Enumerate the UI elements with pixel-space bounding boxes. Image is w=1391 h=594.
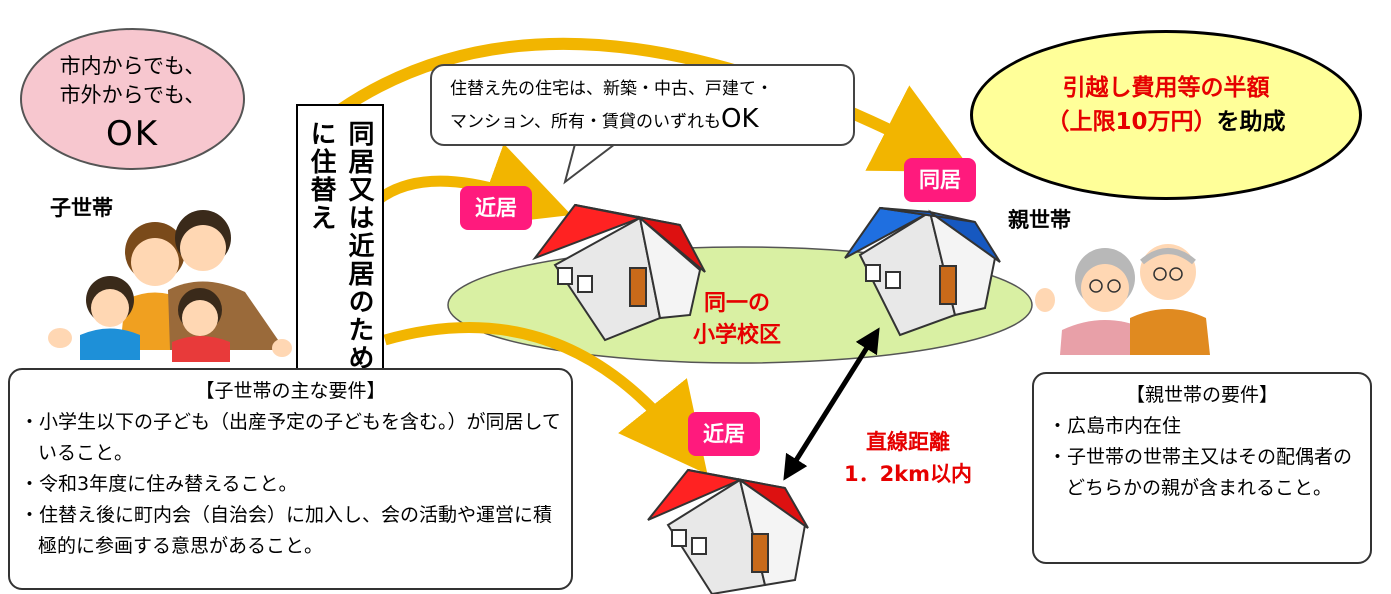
- tag-kinkyo-top: 近居: [460, 186, 532, 230]
- school-area-line-2: 小学校区: [692, 323, 781, 348]
- parent-requirements-title: 【親世帯の要件】: [1125, 384, 1278, 406]
- child-requirement-3: ・住替え後に町内会（自治会）に加入し、会の活動や運営に積極的に参画する意思がある…: [20, 504, 553, 557]
- subsidy-limit: （上限10万円）: [1046, 109, 1217, 135]
- parent-requirement-1: ・広島市内在住: [1048, 415, 1182, 437]
- child-requirement-2: ・令和3年度に住み替えること。: [20, 473, 298, 495]
- distance-line-2: 1．2km以内: [843, 462, 973, 486]
- house-doukyo: [844, 206, 1001, 337]
- housing-type-speech: 住替え先の住宅は、新築・中古、戸建て・ マンション、所有・賃貸のいずれもOK: [430, 64, 855, 146]
- subsidy-line-1: 引越し費用等の半額: [1062, 75, 1270, 101]
- speech-tail: [563, 143, 618, 185]
- distance-arrow: [783, 327, 880, 481]
- subsidy-ellipse: 引越し費用等の半額 （上限10万円）を助成: [970, 30, 1362, 200]
- child-requirements-box: 【子世帯の主な要件】 ・小学生以下の子ども（出産予定の子どもを含む。）が同居して…: [8, 368, 573, 590]
- parent-requirement-2: ・子世帯の世帯主又はその配偶者のどちらかの親が含まれること。: [1048, 446, 1353, 499]
- vertical-col-1: 同居又は近居のため: [344, 120, 374, 372]
- bubble-line-2: 市外からでも、: [59, 83, 206, 107]
- speech-ok: OK: [720, 104, 759, 134]
- child-requirements-title: 【子世帯の主な要件】: [195, 380, 386, 402]
- distance-label: 直線距離 1．2km以内: [818, 426, 998, 490]
- tag-kinkyo-bottom: 近居: [688, 412, 760, 456]
- house-kinkyo-top: [532, 203, 706, 342]
- child-family-illustration: [48, 210, 292, 362]
- parent-requirements-box: 【親世帯の要件】 ・広島市内在住 ・子世帯の世帯主又はその配偶者のどちらかの親が…: [1032, 372, 1372, 564]
- school-area-label: 同一の 小学校区: [672, 288, 802, 352]
- parent-household-label: 親世帯: [1008, 208, 1071, 232]
- vertical-col-2: に住替え: [306, 120, 336, 232]
- bubble-ok: OK: [105, 114, 160, 154]
- tag-doukyo: 同居: [904, 158, 976, 202]
- child-household-label: 子世帯: [50, 196, 113, 220]
- bubble-line-1: 市内からでも、: [59, 54, 206, 78]
- speech-line-1: 住替え先の住宅は、新築・中古、戸建て・: [450, 79, 773, 99]
- child-requirement-1: ・小学生以下の子ども（出産予定の子どもを含む。）が同居していること。: [20, 411, 561, 464]
- speech-line-2: マンション、所有・賃貸のいずれも: [450, 112, 721, 132]
- parent-couple-illustration: [1035, 244, 1210, 355]
- house-kinkyo-bottom: [647, 468, 809, 594]
- origin-bubble: 市内からでも、 市外からでも、 OK: [20, 28, 245, 170]
- distance-line-1: 直線距離: [866, 430, 950, 454]
- school-area-line-1: 同一の: [703, 291, 770, 316]
- arrow-to-kinkyo-bottom: [383, 322, 708, 475]
- relocation-purpose-label: 同居又は近居のため に住替え: [296, 104, 384, 382]
- subsidy-grant: を助成: [1216, 109, 1286, 135]
